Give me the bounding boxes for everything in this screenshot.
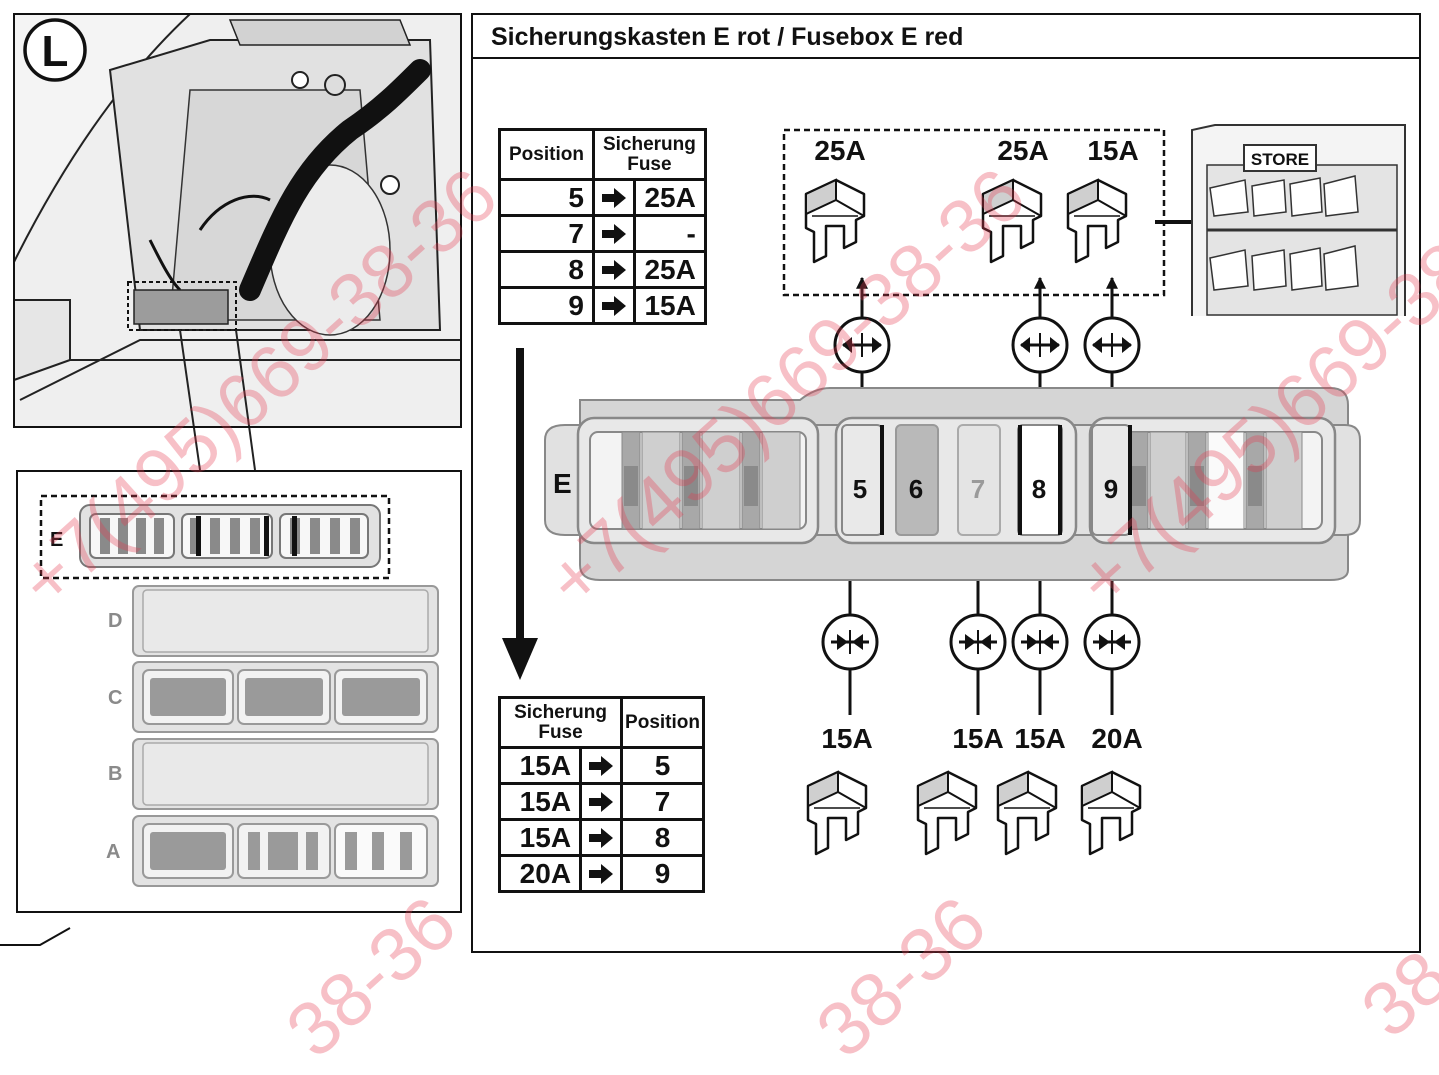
install-position: 8 (620, 818, 705, 857)
slot-label-8: 8 (1032, 474, 1046, 504)
remove-tool-icon-5 (833, 316, 891, 374)
removal-fuse: 25A (632, 178, 707, 217)
install-position: 7 (620, 782, 705, 821)
right-arrow-icon (579, 746, 624, 785)
panel-letter: L (42, 27, 69, 76)
install-fuse: 15A (497, 818, 583, 857)
fusebox-label-b: B (108, 763, 122, 785)
fusebox-a-small: A (106, 815, 439, 887)
fusebox-d-small: D (108, 585, 439, 657)
install-fuse: 15A (497, 782, 583, 821)
remove-tool-icon-8 (1011, 316, 1069, 374)
sequence-arrow (502, 348, 538, 680)
slot-6 (895, 424, 939, 536)
fusebox-diagram: L E D C (0, 13, 1421, 953)
removal-position: 8 (498, 250, 595, 289)
store-shelf: STORE (1191, 124, 1406, 316)
slot-label-9: 9 (1104, 474, 1118, 504)
install-position: 5 (620, 746, 705, 785)
fusebox-b-small: B (108, 738, 439, 810)
insert-tool-icon-7 (949, 613, 1007, 671)
slot-label-5: 5 (853, 474, 867, 504)
fusebox-label-a: A (106, 841, 120, 863)
right-arrow-icon (591, 178, 636, 217)
removed-fuses-area (782, 128, 1166, 297)
table-row: 15A 5 (497, 746, 705, 785)
installed-fuse-label-5: 15A (821, 723, 872, 754)
remove-tool-icon-9 (1083, 316, 1141, 374)
install-fuse: 15A (497, 746, 583, 785)
right-arrow-icon (579, 854, 624, 893)
removal-fuse: - (632, 214, 707, 253)
insert-tool-icon-9 (1083, 613, 1141, 671)
right-arrow-icon (591, 214, 636, 253)
fusebox-c-small: C (108, 661, 439, 733)
fusebox-label-c: C (108, 687, 122, 709)
slot-7 (957, 424, 1001, 536)
table-row: 15A 8 (497, 818, 705, 857)
removal-position: 5 (498, 178, 595, 217)
table-row: 7 - (498, 214, 707, 253)
install-table-col-fuse-line1: Sicherung (514, 701, 607, 723)
removed-fuse-label-5: 25A (814, 135, 865, 166)
fusebox-location-marker (127, 281, 237, 331)
fusebox-label-e-large: E (553, 468, 572, 499)
removal-fuse: 25A (632, 250, 707, 289)
removal-table: Position Sicherung Fuse 5 25A 7 - 8 25A … (498, 128, 707, 325)
installed-fuse-label-8: 15A (1014, 723, 1065, 754)
header-title: Sicherungskasten E rot / Fusebox E red (491, 23, 963, 51)
install-position: 9 (620, 854, 705, 893)
removal-table-col-fuse-line2: Fuse (627, 153, 672, 175)
right-arrow-icon (591, 250, 636, 289)
installed-fuse-label-9: 20A (1091, 723, 1142, 754)
fusebox-label-d: D (108, 610, 122, 632)
removal-position: 9 (498, 286, 595, 325)
right-arrow-icon (579, 818, 624, 857)
install-table-col-position: Position (620, 696, 705, 749)
insert-tool-icon-5 (821, 613, 879, 671)
install-fuse: 20A (497, 854, 583, 893)
table-row: 15A 7 (497, 782, 705, 821)
table-row: 8 25A (498, 250, 707, 289)
removal-fuse: 15A (632, 286, 707, 325)
installed-fuse-label-7: 15A (952, 723, 1003, 754)
slot-label-6: 6 (909, 474, 923, 504)
right-arrow-icon (591, 286, 636, 325)
fusebox-label-e-small: E (50, 529, 63, 551)
right-arrow-icon (579, 782, 624, 821)
fusebox-e-small: E (39, 494, 391, 580)
table-row: 20A 9 (497, 854, 705, 893)
removal-table-col-position: Position (498, 128, 595, 181)
removal-table-col-fuse-line1: Sicherung (602, 133, 696, 155)
removed-fuse-label-9: 15A (1087, 135, 1138, 166)
install-table-col-fuse-line2: Fuse (538, 721, 583, 743)
removal-table-col-fuse: Sicherung Fuse (591, 128, 707, 181)
slot-label-7: 7 (971, 474, 985, 504)
table-row: 5 25A (498, 178, 707, 217)
removal-position: 7 (498, 214, 595, 253)
table-row: 9 15A (498, 286, 707, 325)
removed-fuse-label-8: 25A (997, 135, 1048, 166)
fusebox-e-large: E 5 6 7 8 9 (544, 387, 1361, 581)
insert-tool-icon-8 (1011, 613, 1069, 671)
install-table: Sicherung Fuse Position 15A 5 15A 7 15A … (497, 696, 705, 893)
panel-letter-badge: L (23, 18, 87, 82)
install-table-col-fuse: Sicherung Fuse (497, 696, 624, 749)
left-panel: L E D C (0, 13, 462, 946)
store-label: STORE (1251, 150, 1309, 169)
